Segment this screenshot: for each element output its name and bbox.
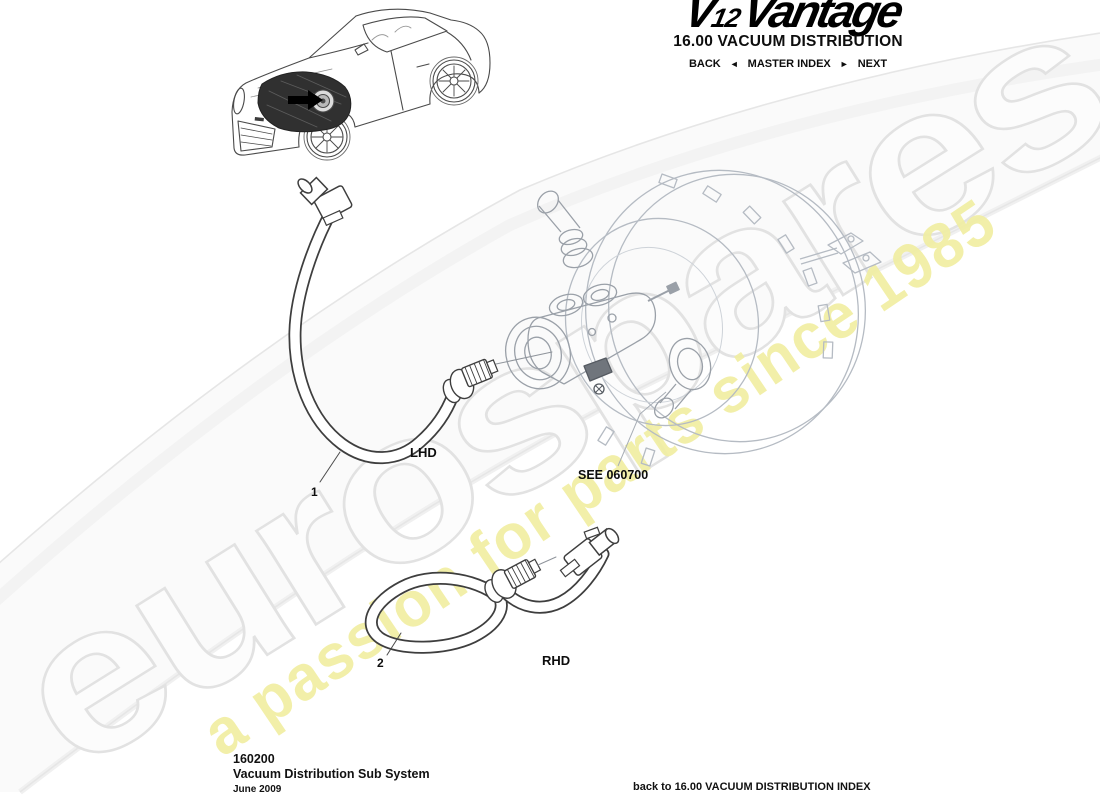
car-location-illustration: [231, 8, 491, 161]
rear-wheel: [429, 56, 479, 106]
hose1-threaded-fitting: [442, 358, 499, 404]
check-valve-drawing: [653, 337, 712, 419]
hose2-threaded-fitting: [484, 558, 542, 603]
label-rhd: RHD: [542, 653, 571, 668]
nav-next-link[interactable]: NEXT: [857, 58, 888, 70]
logo-vantage: Vantage: [738, 0, 906, 37]
subsystem-title: Vacuum Distribution Sub System: [233, 767, 430, 781]
back-to-index-link[interactable]: back to 16.00 VACUUM DISTRIBUTION INDEX: [633, 781, 871, 793]
vacuum-hose-rhd-drawing: [364, 526, 620, 656]
hose1-elbow-connector: [297, 176, 353, 227]
brake-booster-drawing: [564, 169, 882, 467]
background-swoosh: [0, 32, 1100, 795]
engine-arrow-icon: [288, 90, 323, 110]
label-lhd: LHD: [410, 445, 437, 460]
label-see-reference: SEE 060700: [578, 468, 649, 482]
nav-master-index-link[interactable]: MASTER INDEX: [747, 58, 831, 70]
v12-vantage-logo: V12Vantage: [671, 0, 915, 37]
page-title: 16.00 VACUUM DISTRIBUTION: [673, 33, 903, 50]
hose2-elbow-connector: [559, 526, 620, 578]
next-arrow-icon: ►: [839, 59, 849, 69]
callout-item-2: 2: [377, 656, 384, 670]
part-number: 160200: [233, 752, 275, 766]
callout-item-1: 1: [311, 485, 318, 499]
vacuum-hose-lhd-drawing: [288, 176, 553, 483]
back-arrow-icon: ◄: [729, 59, 739, 69]
breadcrumb-nav: BACK ◄ MASTER INDEX ► NEXT: [638, 58, 938, 70]
logo-12: 12: [708, 3, 743, 33]
revision-date: June 2009: [233, 784, 282, 795]
nav-back-link[interactable]: BACK: [688, 58, 721, 70]
